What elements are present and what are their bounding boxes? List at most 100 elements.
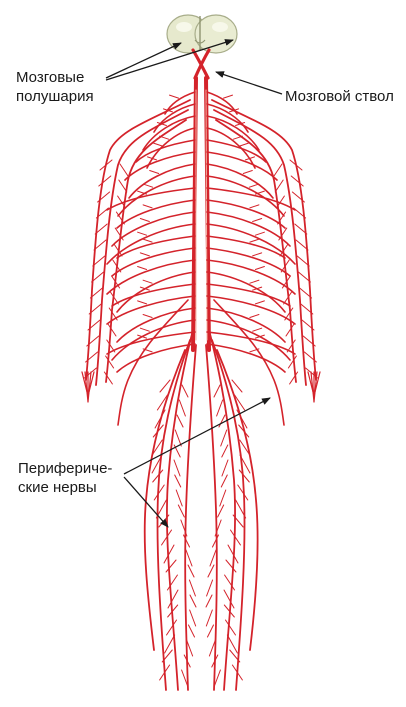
brainstem xyxy=(193,50,209,78)
leg-twig-right xyxy=(208,565,214,577)
label-peripheral-line1: Периферичe- xyxy=(18,459,112,478)
torso-twig-left xyxy=(170,95,179,98)
leg-twig-right xyxy=(222,460,228,476)
leg-nerve-left xyxy=(185,345,196,690)
torso-twig-right xyxy=(243,171,252,174)
leg-nerve-right xyxy=(209,330,235,690)
leg-twig-right xyxy=(225,620,235,635)
arm-twig-left xyxy=(119,180,127,192)
leg-nerve-left xyxy=(167,330,193,690)
torso-nerve-right xyxy=(207,176,284,216)
leg-twig-right xyxy=(219,415,225,427)
arm-twig-right xyxy=(274,164,282,176)
arm-twig-right xyxy=(291,176,303,186)
torso-twig-right xyxy=(250,280,259,283)
peripheral-nerve-network xyxy=(82,78,320,690)
torso-twig-right xyxy=(255,267,264,270)
torso-twig-left xyxy=(140,328,149,331)
leg-twig-left xyxy=(177,415,183,427)
torso-nerve-left xyxy=(107,260,195,294)
torso-nerve-left xyxy=(117,308,195,342)
arm-twig-left xyxy=(107,340,115,352)
leg-twig-right xyxy=(232,380,242,392)
leg-twig-left xyxy=(167,620,177,635)
torso-twig-left xyxy=(143,239,152,242)
label-peripheral-line2: ские нервы xyxy=(18,478,112,497)
leg-twig-left xyxy=(153,470,163,482)
torso-twig-right xyxy=(250,205,259,208)
torso-twig-right xyxy=(255,232,264,235)
leg-twig-left xyxy=(165,635,175,653)
leg-twig-left xyxy=(179,400,185,416)
torso-twig-right xyxy=(253,253,262,256)
leg-twig-left xyxy=(184,535,190,547)
leg-twig-right xyxy=(218,505,224,517)
leg-twig-left xyxy=(178,505,184,517)
leg-twig-right xyxy=(227,635,237,653)
torso-twig-left xyxy=(140,219,149,222)
leg-twig-right xyxy=(226,560,236,572)
torso-twig-right xyxy=(250,239,259,242)
label-brain-hemispheres: Мозговые полушария xyxy=(16,68,94,106)
arm-twig-right xyxy=(275,180,283,192)
torso-twig-left xyxy=(143,315,152,318)
brain-hemispheres xyxy=(167,15,237,53)
arm-twig-left xyxy=(99,176,111,186)
torso-twig-left xyxy=(154,143,163,146)
torso-nerve-left xyxy=(118,176,195,216)
torso-twig-right xyxy=(250,315,259,318)
label-peripheral-nerves: Периферичe- ские нервы xyxy=(18,459,112,497)
torso-twig-left xyxy=(138,267,147,270)
leg-twig-right xyxy=(222,445,228,457)
leg-twig-left xyxy=(174,460,180,476)
arrow-brainstem xyxy=(216,72,282,94)
leg-nerve-right xyxy=(206,345,217,690)
leg-twig-left xyxy=(176,490,182,506)
leg-twig-left xyxy=(188,565,194,577)
leg-twig-right xyxy=(221,475,227,487)
leg-twig-left xyxy=(175,475,181,487)
leg-twig-right xyxy=(206,595,212,607)
torso-twig-right xyxy=(239,143,248,146)
leg-twig-left xyxy=(160,380,170,392)
leg-twig-left xyxy=(189,580,195,596)
arrow-hemisphere-right xyxy=(106,40,233,80)
torso-twig-right xyxy=(253,328,262,331)
torso-twig-right xyxy=(253,219,262,222)
torso-nerve-right xyxy=(207,260,295,294)
leg-twig-right xyxy=(239,470,249,482)
torso-twig-right xyxy=(255,301,264,304)
leg-twig-right xyxy=(207,625,213,637)
label-hemispheres-line2: полушария xyxy=(16,87,94,106)
torso-twig-left xyxy=(138,301,147,304)
torso-nerve-left xyxy=(112,212,195,246)
arm-twig-right xyxy=(285,308,293,320)
leg-twig-right xyxy=(220,490,226,506)
leg-twig-left xyxy=(189,625,195,637)
torso-nerve-right xyxy=(207,212,290,246)
torso-twig-left xyxy=(143,280,152,283)
leg-twig-left xyxy=(175,430,181,446)
leg-twig-right xyxy=(207,580,213,596)
torso-twig-right xyxy=(224,95,233,98)
leg-twig-right xyxy=(212,535,218,547)
arm-twig-right xyxy=(287,340,295,352)
label-brainstem: Мозговой ствол xyxy=(285,87,394,106)
torso-twig-left xyxy=(140,253,149,256)
leg-twig-left xyxy=(182,385,188,397)
label-hemispheres-line1: Мозговые xyxy=(16,68,94,87)
arm-twig-left xyxy=(120,164,128,176)
torso-nerve-right xyxy=(207,308,285,342)
leg-twig-left xyxy=(190,595,196,607)
leg-twig-left xyxy=(166,560,176,572)
torso-twig-right xyxy=(249,184,258,187)
arm-twig-right xyxy=(286,324,294,336)
arm-twig-left xyxy=(108,324,116,336)
leg-twig-right xyxy=(217,400,223,416)
arrow-peripheral-lower xyxy=(124,477,168,527)
torso-twig-left xyxy=(138,232,147,235)
leg-twig-right xyxy=(214,385,220,397)
torso-twig-left xyxy=(144,184,153,187)
leg-twig-right xyxy=(206,610,212,626)
